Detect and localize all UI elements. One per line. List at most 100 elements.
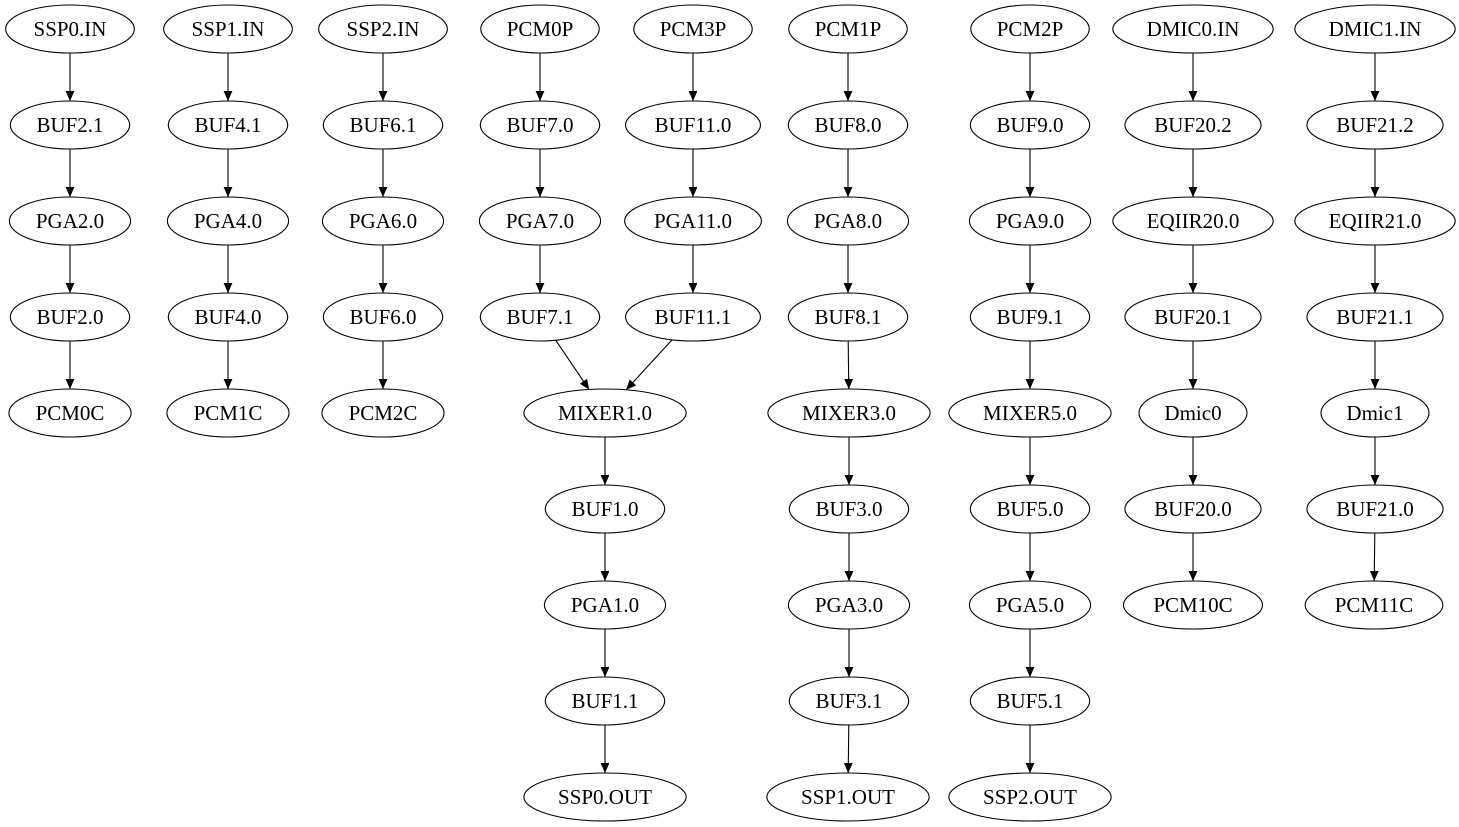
node-label: BUF9.0: [996, 113, 1063, 137]
node-ellipse: [969, 484, 1091, 534]
graph-node-BUF21.2: BUF21.2: [1306, 100, 1444, 150]
node-ellipse: [787, 100, 909, 150]
node-ellipse: [968, 580, 1092, 630]
node-label: Dmic0: [1164, 401, 1221, 425]
node-label: PGA8.0: [814, 209, 882, 233]
graph-node-BUF7.1: BUF7.1: [479, 292, 601, 342]
graph-node-Dmic1: Dmic1: [1320, 388, 1430, 438]
node-label: BUF6.1: [349, 113, 416, 137]
graph-node-BUF1.0: BUF1.0: [544, 484, 666, 534]
node-label: BUF7.1: [506, 305, 573, 329]
node-ellipse: [786, 196, 910, 246]
node-ellipse: [633, 4, 753, 54]
node-label: PCM2P: [997, 17, 1064, 41]
node-ellipse: [167, 100, 289, 150]
node-ellipse: [948, 388, 1112, 438]
node-ellipse: [624, 196, 762, 246]
graph-node-PGA4.0: PGA4.0: [166, 196, 290, 246]
node-label: BUF11.1: [655, 305, 732, 329]
graph-node-BUF11.0: BUF11.0: [624, 100, 762, 150]
node-ellipse: [9, 100, 131, 150]
node-ellipse: [767, 388, 931, 438]
node-label: PGA2.0: [36, 209, 104, 233]
node-label: MIXER1.0: [558, 401, 652, 425]
node-ellipse: [788, 4, 908, 54]
graph-node-BUF4.0: BUF4.0: [167, 292, 289, 342]
node-label: PGA1.0: [571, 593, 639, 617]
node-label: DMIC0.IN: [1147, 17, 1240, 41]
node-label: PCM1P: [815, 17, 882, 41]
graph-node-BUF20.1: BUF20.1: [1124, 292, 1262, 342]
node-ellipse: [970, 4, 1090, 54]
node-label: DMIC1.IN: [1329, 17, 1422, 41]
node-ellipse: [1138, 388, 1248, 438]
node-ellipse: [163, 4, 293, 54]
graph-node-BUF21.0: BUF21.0: [1306, 484, 1444, 534]
node-label: PCM0C: [36, 401, 105, 425]
node-ellipse: [9, 292, 131, 342]
node-label: Dmic1: [1346, 401, 1403, 425]
graph-node-SSP0.OUT: SSP0.OUT: [523, 772, 687, 822]
node-ellipse: [544, 484, 666, 534]
node-label: SSP0.IN: [34, 17, 107, 41]
graph-node-BUF5.0: BUF5.0: [969, 484, 1091, 534]
node-ellipse: [523, 388, 687, 438]
graph-node-EQIIR21.0: EQIIR21.0: [1294, 196, 1456, 246]
graph-node-BUF7.0: BUF7.0: [479, 100, 601, 150]
graph-node-BUF2.1: BUF2.1: [9, 100, 131, 150]
graph-node-PGA11.0: PGA11.0: [624, 196, 762, 246]
node-ellipse: [1294, 4, 1456, 54]
graph-node-BUF21.1: BUF21.1: [1306, 292, 1444, 342]
node-label: BUF5.0: [996, 497, 1063, 521]
graph-node-PGA5.0: PGA5.0: [968, 580, 1092, 630]
node-ellipse: [8, 196, 132, 246]
graph-node-PCM0C: PCM0C: [8, 388, 132, 438]
graph-node-PGA2.0: PGA2.0: [8, 196, 132, 246]
node-label: BUF8.1: [814, 305, 881, 329]
node-ellipse: [624, 292, 762, 342]
node-ellipse: [1306, 100, 1444, 150]
node-label: BUF11.0: [655, 113, 732, 137]
node-ellipse: [1124, 100, 1262, 150]
node-label: PCM0P: [507, 17, 574, 41]
graph-node-BUF9.0: BUF9.0: [969, 100, 1091, 150]
node-label: BUF21.2: [1336, 113, 1414, 137]
node-label: PCM3P: [660, 17, 727, 41]
edge-BUF11.1-to-MIXER1.0: [625, 339, 673, 391]
node-ellipse: [969, 100, 1091, 150]
node-label: BUF21.1: [1336, 305, 1414, 329]
graph-node-DMIC1.IN: DMIC1.IN: [1294, 4, 1456, 54]
node-ellipse: [1124, 292, 1262, 342]
graph-node-SSP1.OUT: SSP1.OUT: [766, 772, 930, 822]
edge-BUF8.1-to-MIXER3.0: [844, 340, 854, 390]
node-ellipse: [1122, 580, 1264, 630]
graph-node-PGA7.0: PGA7.0: [478, 196, 602, 246]
node-label: BUF20.1: [1154, 305, 1232, 329]
node-label: BUF20.2: [1154, 113, 1232, 137]
node-label: PGA7.0: [506, 209, 574, 233]
graph-node-SSP1.IN: SSP1.IN: [163, 4, 293, 54]
node-label: PGA5.0: [996, 593, 1064, 617]
node-label: PCM1C: [194, 401, 263, 425]
graph-node-DMIC0.IN: DMIC0.IN: [1112, 4, 1274, 54]
node-ellipse: [788, 484, 910, 534]
node-label: BUF3.1: [815, 689, 882, 713]
node-ellipse: [1294, 196, 1456, 246]
node-label: SSP0.OUT: [558, 785, 652, 809]
node-ellipse: [969, 676, 1091, 726]
node-label: EQIIR21.0: [1329, 209, 1422, 233]
node-label: BUF8.0: [814, 113, 881, 137]
graph-node-PCM10C: PCM10C: [1122, 580, 1264, 630]
node-label: BUF3.0: [815, 497, 882, 521]
node-label: PGA6.0: [349, 209, 417, 233]
node-label: PGA9.0: [996, 209, 1064, 233]
node-label: BUF4.0: [194, 305, 261, 329]
node-label: SSP2.IN: [347, 17, 420, 41]
node-label: SSP2.OUT: [983, 785, 1077, 809]
node-label: BUF7.0: [506, 113, 573, 137]
graph-node-PCM2P: PCM2P: [970, 4, 1090, 54]
node-label: MIXER3.0: [802, 401, 896, 425]
node-label: BUF2.0: [36, 305, 103, 329]
